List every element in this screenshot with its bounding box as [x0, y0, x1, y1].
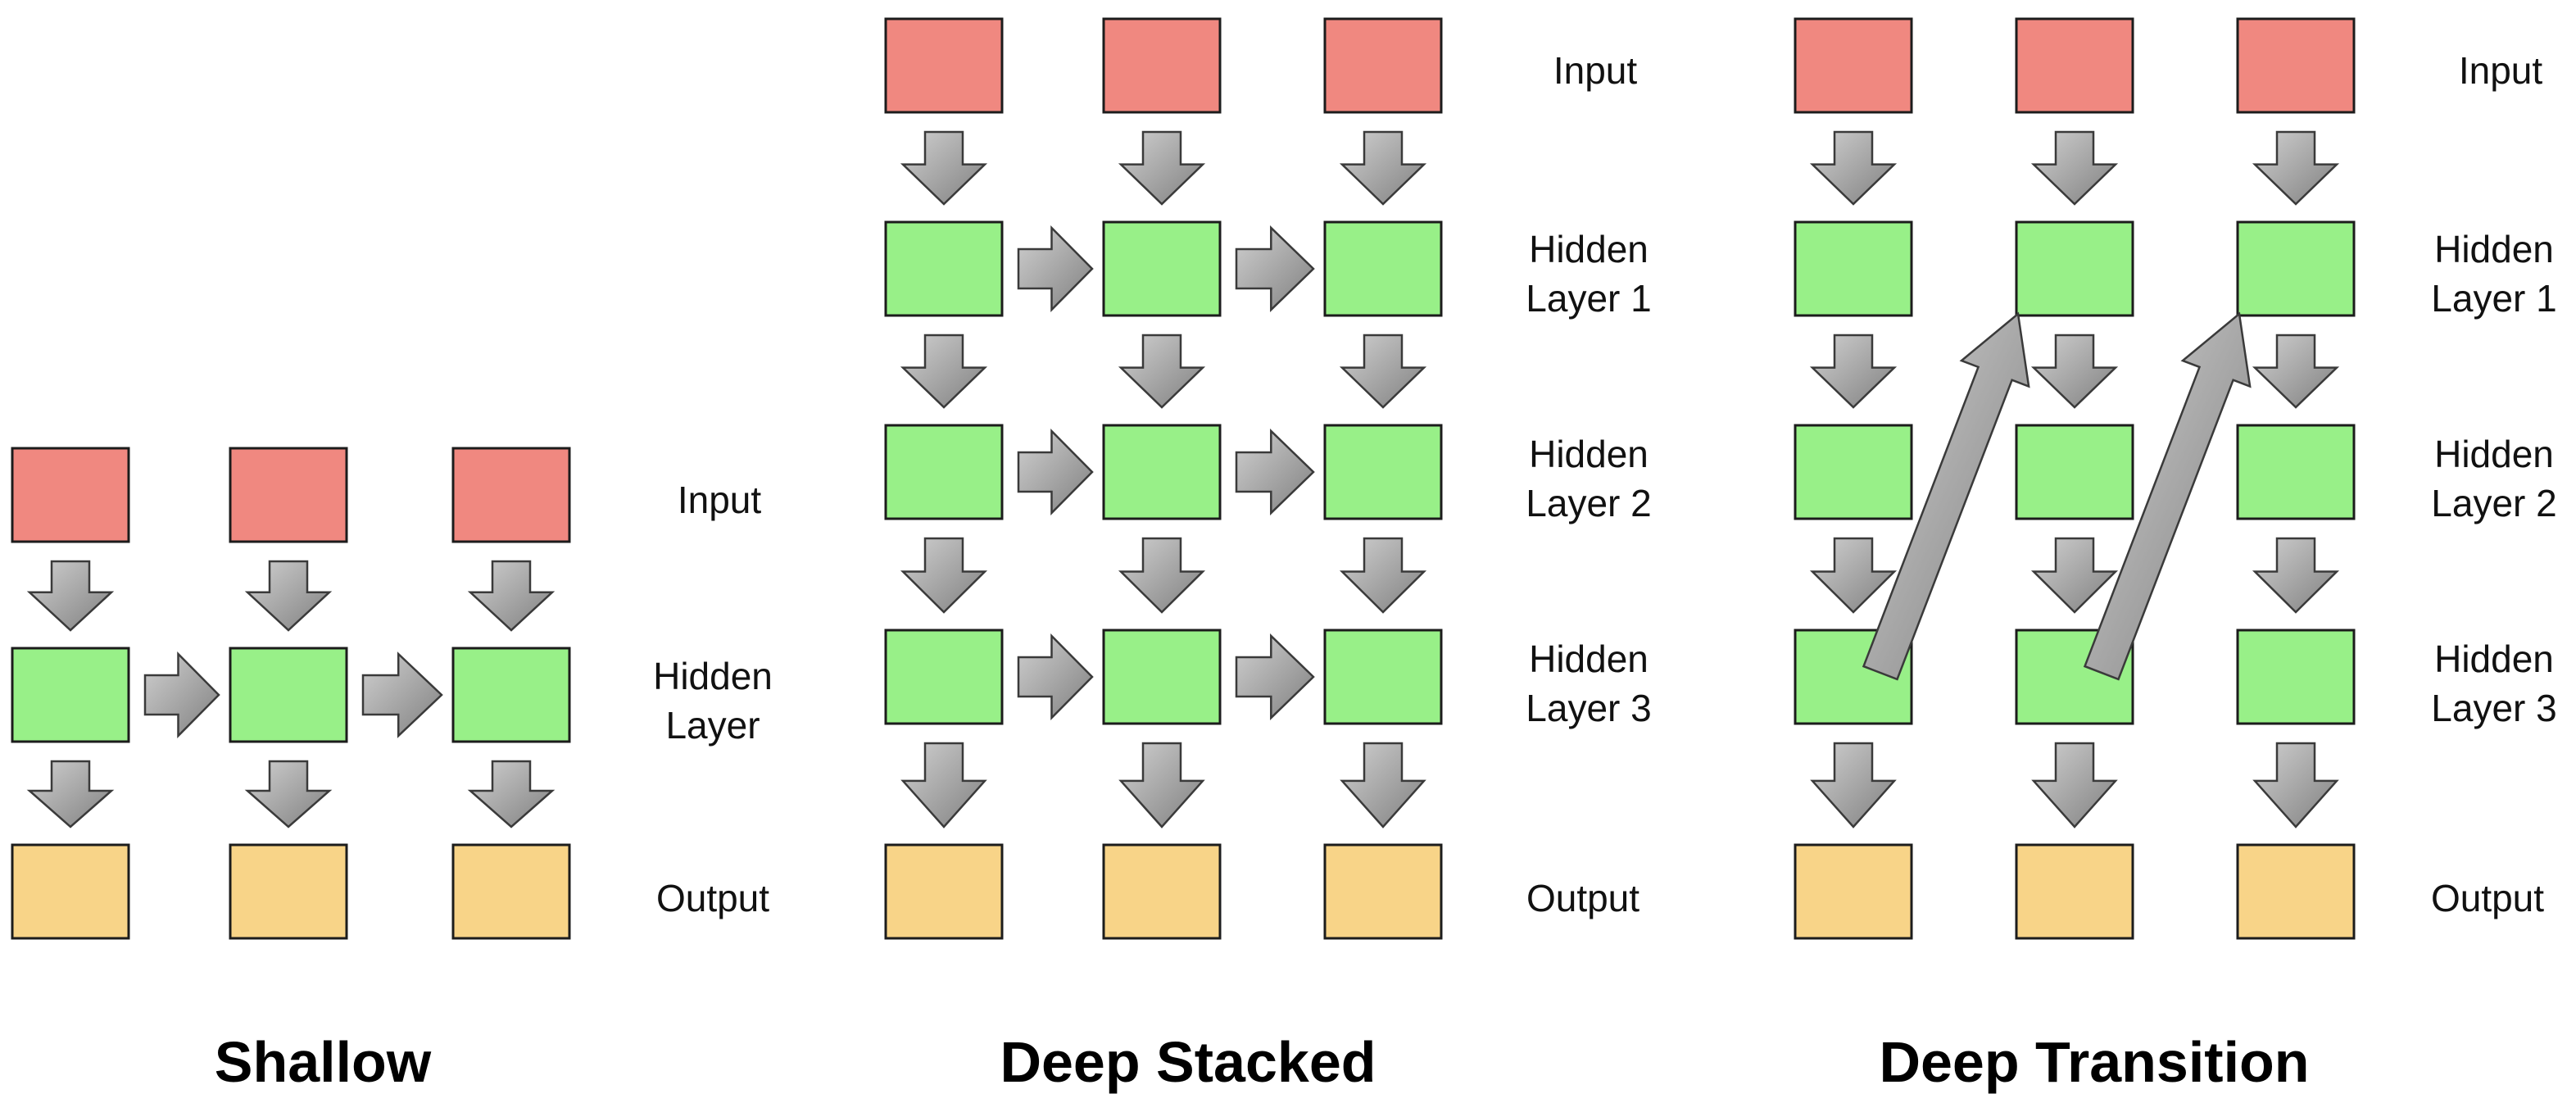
shallow-right-arrow-r2-c1 [143, 651, 220, 739]
shallow-hidden-box-r2-c1 [11, 647, 130, 743]
shallow-down-arrow-r1-c3 [467, 560, 556, 632]
shallow-input-box-r1-c2 [229, 447, 348, 543]
deep-transition-down-arrow-r4-c1 [1810, 742, 1897, 828]
deep-transition-down-arrow-r1-c2 [2030, 130, 2119, 206]
deep-stacked-down-arrow-r3-c1 [900, 537, 988, 614]
deep-transition-down-arrow-r1-c1 [1809, 130, 1898, 206]
deep-transition-down-arrow-r4-c3 [2252, 742, 2339, 828]
deep-transition-down-arrow-r3-c3 [2252, 537, 2340, 614]
shallow-input-box-r1-c1 [11, 447, 130, 543]
deep-transition-input-box-r1-c1 [1794, 17, 1913, 114]
deep-transition-input-box-r1-c3 [2236, 17, 2356, 114]
deep-stacked-down-arrow-r2-c1 [900, 334, 988, 409]
deep-transition-label-output: Output [2430, 877, 2545, 919]
deep-stacked-hidden-box-r2-c2 [1102, 220, 1222, 317]
deep-transition-hidden-box-r2-c3 [2236, 220, 2356, 317]
deep-stacked-input-box-r1-c3 [1323, 17, 1443, 114]
shallow-hidden-box-r2-c2 [229, 647, 348, 743]
deep-stacked-down-arrow-r1-c1 [900, 130, 988, 206]
deep-stacked-down-arrow-r2-c2 [1118, 334, 1206, 409]
deep-transition-output-box-r5-c3 [2236, 843, 2356, 940]
deep-stacked-right-arrow-r3-c2 [1235, 429, 1315, 515]
deep-transition-transition-arrow-c2 [2083, 311, 2252, 681]
deep-transition-hidden-box-r3-c3 [2236, 424, 2356, 520]
deep-transition-output-box-r5-c2 [2015, 843, 2134, 940]
deep-stacked-hidden-box-r3-c2 [1102, 424, 1222, 520]
panel-title-shallow: Shallow [214, 1030, 432, 1094]
deep-transition-hidden-box-r2-c1 [1794, 220, 1913, 317]
deep-stacked-label-output: Output [1526, 877, 1640, 919]
deep-transition-down-arrow-r1-c3 [2252, 130, 2340, 206]
deep-stacked-right-arrow-r2-c1 [1017, 225, 1094, 313]
deep-transition-down-arrow-r2-c2 [2030, 334, 2119, 409]
deep-stacked-down-arrow-r4-c2 [1118, 742, 1205, 828]
deep-stacked-down-arrow-r1-c3 [1339, 130, 1427, 206]
deep-stacked-label-input: Input [1553, 49, 1638, 92]
deep-stacked-hidden-box-r3-c1 [884, 424, 1004, 520]
deep-stacked-input-box-r1-c1 [884, 17, 1004, 114]
deep-transition-down-arrow-r3-c1 [1809, 537, 1898, 614]
deep-stacked-hidden-box-r4-c3 [1323, 629, 1443, 725]
panel-title-deep-stacked: Deep Stacked [1000, 1030, 1376, 1094]
shallow-down-arrow-r2-c1 [26, 760, 115, 828]
deep-stacked-down-arrow-r1-c2 [1118, 130, 1206, 206]
deep-stacked-down-arrow-r4-c1 [900, 742, 987, 828]
deep-stacked-down-arrow-r4-c3 [1340, 742, 1426, 828]
shallow-hidden-box-r2-c3 [451, 647, 571, 743]
deep-transition-down-arrow-r2-c1 [1809, 334, 1898, 409]
shallow-down-arrow-r1-c1 [26, 560, 115, 632]
shallow-output-box-r3-c3 [451, 843, 571, 940]
deep-transition-down-arrow-r2-c3 [2252, 334, 2340, 409]
deep-stacked-down-arrow-r2-c3 [1339, 334, 1427, 409]
deep-stacked-down-arrow-r3-c2 [1118, 537, 1206, 614]
deep-stacked-hidden-box-r4-c1 [884, 629, 1004, 725]
deep-stacked-output-box-r5-c3 [1323, 843, 1443, 940]
shallow-output-box-r3-c1 [11, 843, 130, 940]
deep-stacked-down-arrow-r3-c3 [1339, 537, 1427, 614]
deep-stacked-hidden-box-r4-c2 [1102, 629, 1222, 725]
deep-transition-hidden-box-r4-c3 [2236, 629, 2356, 725]
shallow-output-box-r3-c2 [229, 843, 348, 940]
shallow-input-box-r1-c3 [451, 447, 571, 543]
deep-stacked-input-box-r1-c2 [1102, 17, 1222, 114]
deep-stacked-hidden-box-r2-c3 [1323, 220, 1443, 317]
deep-transition-hidden-box-r3-c1 [1794, 424, 1913, 520]
deep-transition-label-input: Input [2458, 49, 2543, 92]
deep-transition-hidden-box-r2-c2 [2015, 220, 2134, 317]
shallow-down-arrow-r1-c2 [244, 560, 333, 632]
deep-stacked-output-box-r5-c2 [1102, 843, 1222, 940]
deep-transition-down-arrow-r3-c2 [2030, 537, 2119, 614]
shallow-label-input: Input [677, 479, 762, 521]
shallow-label-output: Output [655, 877, 770, 919]
shallow-down-arrow-r2-c2 [244, 760, 333, 828]
deep-transition-transition-arrow-c1 [1862, 311, 2030, 681]
deep-transition-hidden-box-r3-c2 [2015, 424, 2134, 520]
deep-stacked-right-arrow-r4-c2 [1235, 633, 1315, 720]
deep-stacked-right-arrow-r2-c2 [1235, 225, 1315, 312]
deep-stacked-hidden-box-r3-c3 [1323, 424, 1443, 520]
shallow-right-arrow-r2-c2 [361, 651, 443, 738]
deep-stacked-hidden-box-r2-c1 [884, 220, 1004, 317]
deep-transition-down-arrow-r4-c2 [2031, 742, 2118, 828]
deep-stacked-right-arrow-r4-c1 [1017, 633, 1094, 721]
deep-transition-input-box-r1-c2 [2015, 17, 2134, 114]
shallow-down-arrow-r2-c3 [467, 760, 556, 828]
panel-title-deep-transition: Deep Transition [1879, 1030, 2310, 1094]
deep-stacked-output-box-r5-c1 [884, 843, 1004, 940]
deep-transition-output-box-r5-c1 [1794, 843, 1913, 940]
deep-stacked-right-arrow-r3-c1 [1017, 428, 1094, 516]
